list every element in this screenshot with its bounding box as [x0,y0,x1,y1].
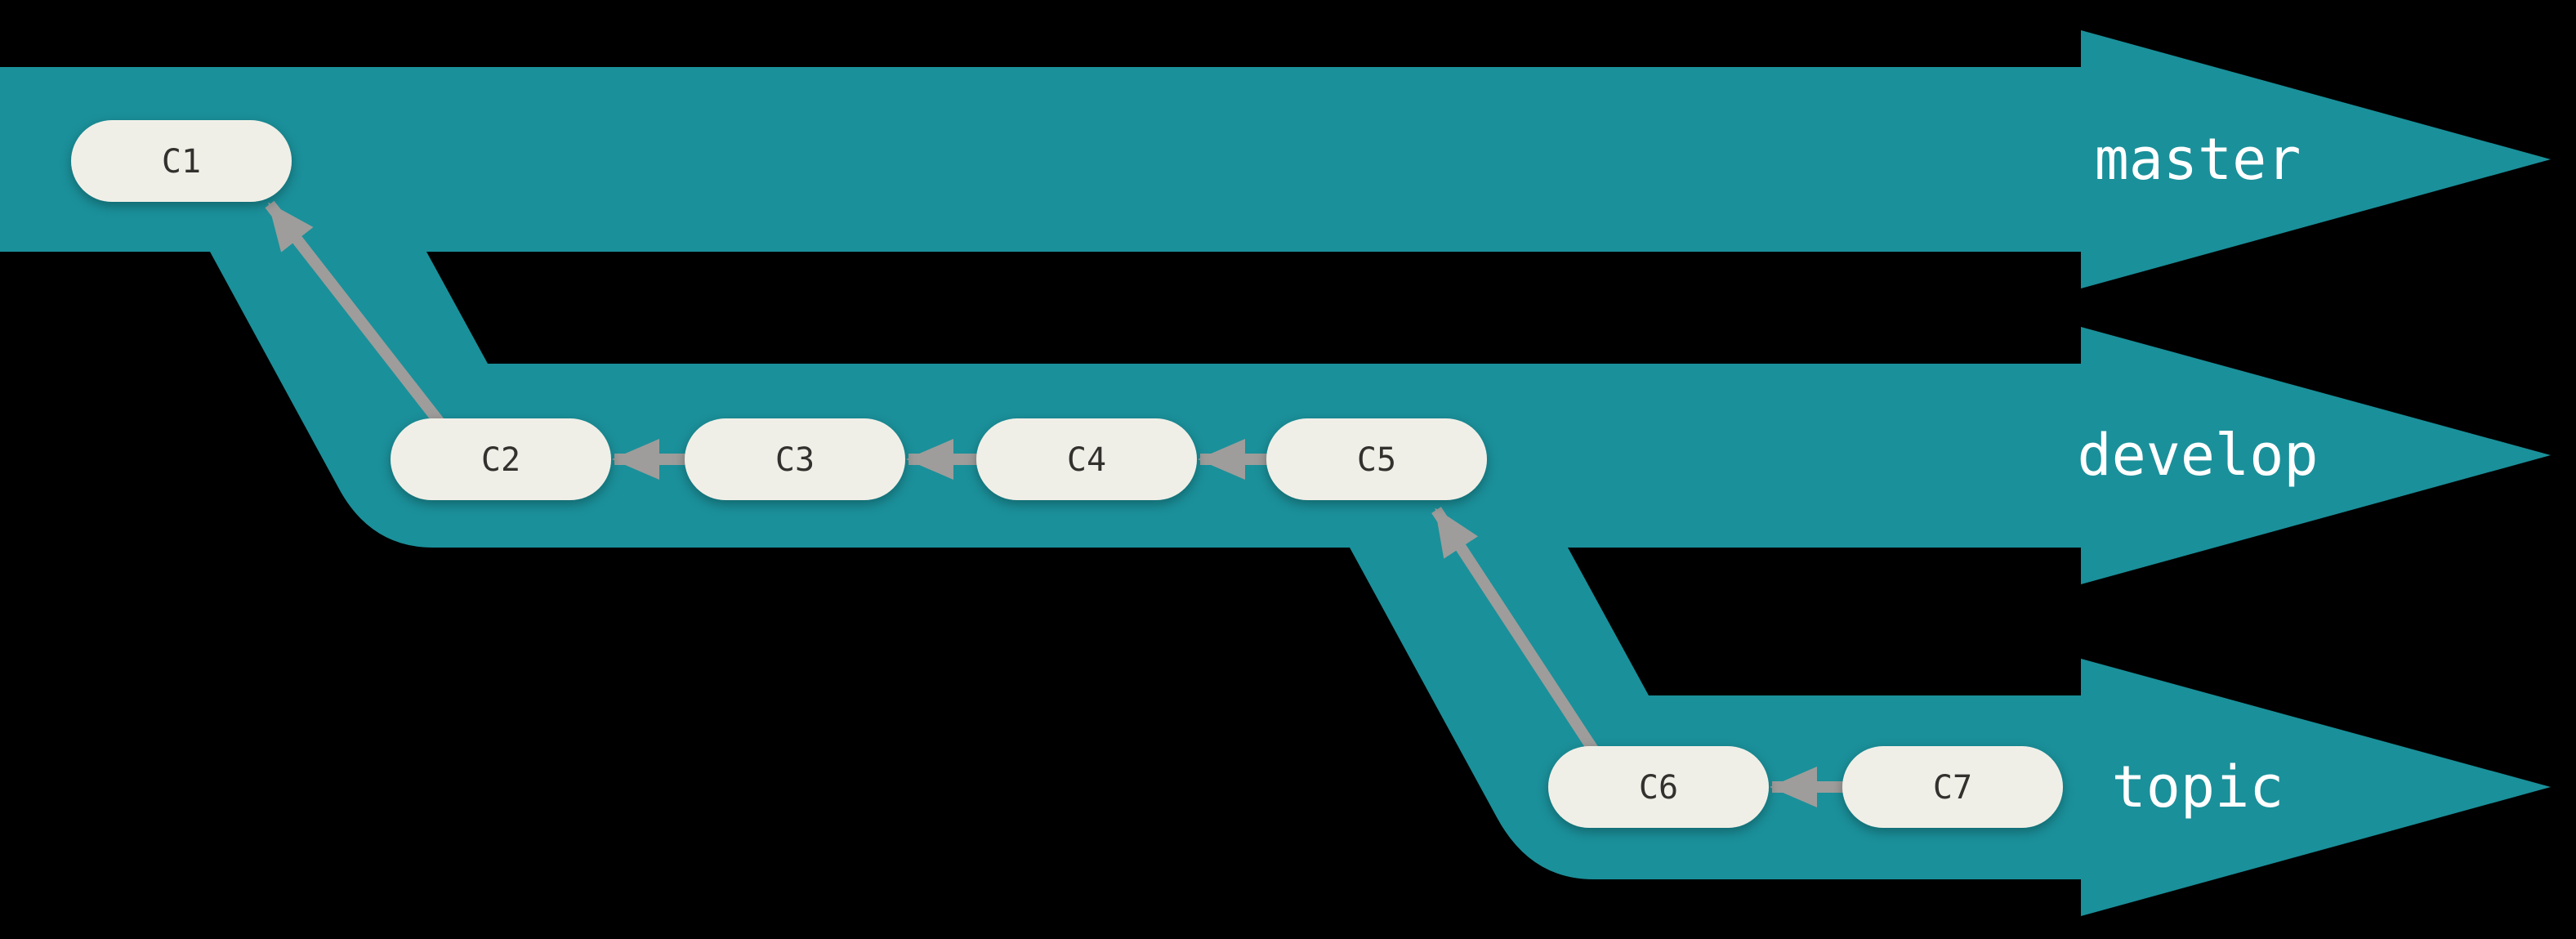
commit-node-C3 [685,418,905,500]
branch-label-topic: topic [2112,753,2284,821]
commit-label-C4: C4 [1067,441,1106,479]
commit-node-C2 [391,418,611,500]
commit-label-C6: C6 [1639,769,1678,807]
branch-label-develop: develop [2077,422,2318,489]
branch-band-develop [210,252,2551,584]
branch-label-master: master [2095,126,2301,193]
parent-arrow-C2-to-C1 [265,200,462,449]
commit-node-C4 [976,418,1197,500]
commit-node-C5 [1266,418,1487,500]
commit-node-C6 [1548,746,1769,828]
commit-node-C1 [71,120,292,202]
commit-label-C7: C7 [1933,769,1972,807]
commit-label-C5: C5 [1357,441,1396,479]
branch-band-master [0,30,2551,288]
commit-node-C7 [1842,746,2063,828]
commit-label-C2: C2 [481,441,520,479]
commit-label-C3: C3 [775,441,815,479]
commit-label-C1: C1 [162,143,201,181]
parent-arrow-C6-to-C5 [1431,507,1610,771]
